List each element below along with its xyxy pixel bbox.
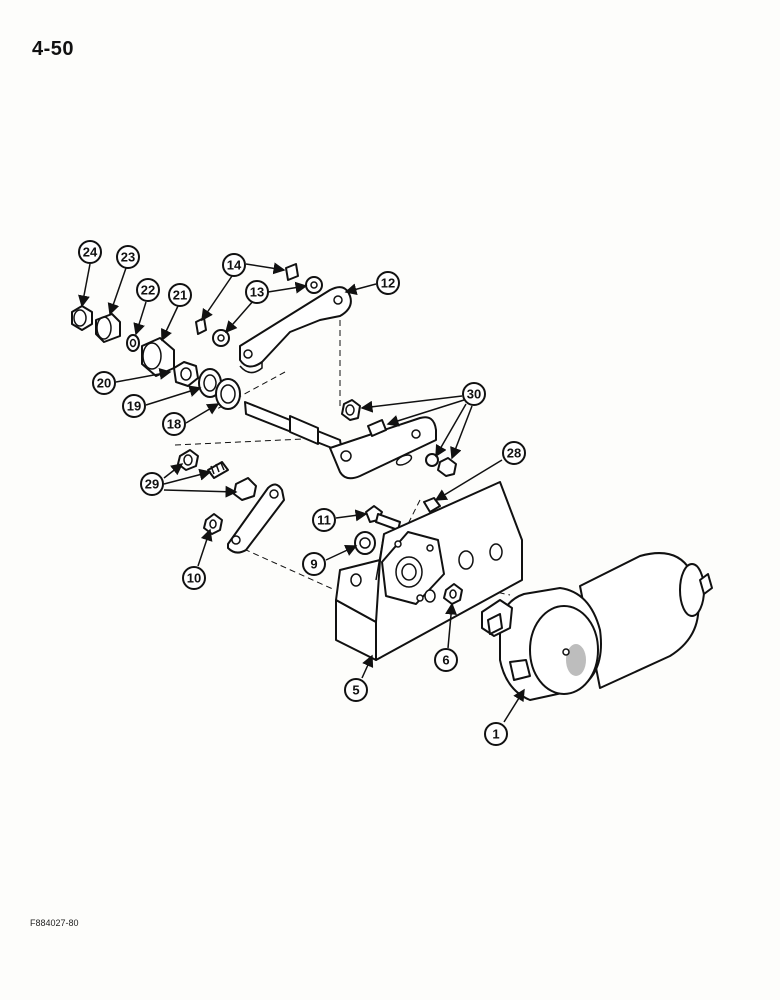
figure-code: F884027-80: [30, 918, 79, 928]
callout-23: 23: [116, 245, 140, 269]
part-20-hex-nut: [173, 361, 199, 387]
svg-text:19: 19: [127, 399, 141, 414]
svg-text:23: 23: [121, 250, 135, 265]
svg-text:29: 29: [145, 477, 159, 492]
part-5-mounting-bracket: [335, 481, 523, 661]
callout-29: 29: [140, 472, 164, 496]
part-21-grommet: [141, 337, 175, 377]
callout-6: 6: [434, 648, 458, 672]
part-29-hardware: [177, 449, 257, 501]
svg-text:20: 20: [97, 376, 111, 391]
svg-text:14: 14: [227, 258, 242, 273]
svg-text:21: 21: [173, 288, 187, 303]
part-18-seal-ring: [215, 378, 241, 410]
callout-1: 1: [484, 722, 508, 746]
svg-text:1: 1: [492, 727, 499, 742]
svg-text:6: 6: [442, 653, 449, 668]
callout-10: 10: [182, 566, 206, 590]
callout-24: 24: [78, 240, 102, 264]
drive-shaft: [244, 401, 343, 453]
part-14-clips: [195, 263, 299, 335]
callout-12: 12: [376, 271, 400, 295]
callout-5: 5: [344, 678, 368, 702]
callout-14: 14: [222, 253, 246, 277]
svg-text:12: 12: [381, 276, 395, 291]
callout-28: 28: [502, 441, 526, 465]
part-23-bushing: [95, 313, 121, 343]
svg-text:5: 5: [352, 683, 359, 698]
svg-text:13: 13: [250, 285, 264, 300]
svg-text:18: 18: [167, 417, 181, 432]
svg-text:10: 10: [187, 571, 201, 586]
leader-lines: [78, 262, 525, 723]
part-12-link-arm: [239, 286, 352, 374]
part-6-nut: [443, 583, 463, 605]
callout-21: 21: [168, 283, 192, 307]
part-9-washer: [354, 531, 376, 555]
part-13-washers: [212, 276, 323, 347]
crank-arm: [329, 416, 437, 480]
svg-text:9: 9: [310, 557, 317, 572]
callout-18: 18: [162, 412, 186, 436]
callout-11: 11: [312, 508, 336, 532]
small-link-plate: [227, 483, 285, 554]
part-30-hardware: [341, 399, 457, 477]
part-22-washer: [126, 334, 140, 352]
svg-text:11: 11: [317, 513, 331, 528]
callout-30: 30: [462, 382, 486, 406]
callout-22: 22: [136, 278, 160, 302]
svg-text:22: 22: [141, 283, 155, 298]
part-11-bolt: [365, 505, 401, 531]
svg-text:28: 28: [507, 446, 521, 461]
callout-13: 13: [245, 280, 269, 304]
callout-19: 19: [122, 394, 146, 418]
callout-20: 20: [92, 371, 116, 395]
page-number: 4-50: [32, 38, 75, 60]
part-10-nut: [203, 513, 223, 535]
callout-9: 9: [302, 552, 326, 576]
part-1-wiper-motor: [481, 552, 713, 701]
part-24-cap-nut: [71, 305, 93, 331]
svg-text:30: 30: [467, 387, 481, 402]
svg-text:24: 24: [83, 245, 98, 260]
part-28-screw: [423, 497, 441, 513]
